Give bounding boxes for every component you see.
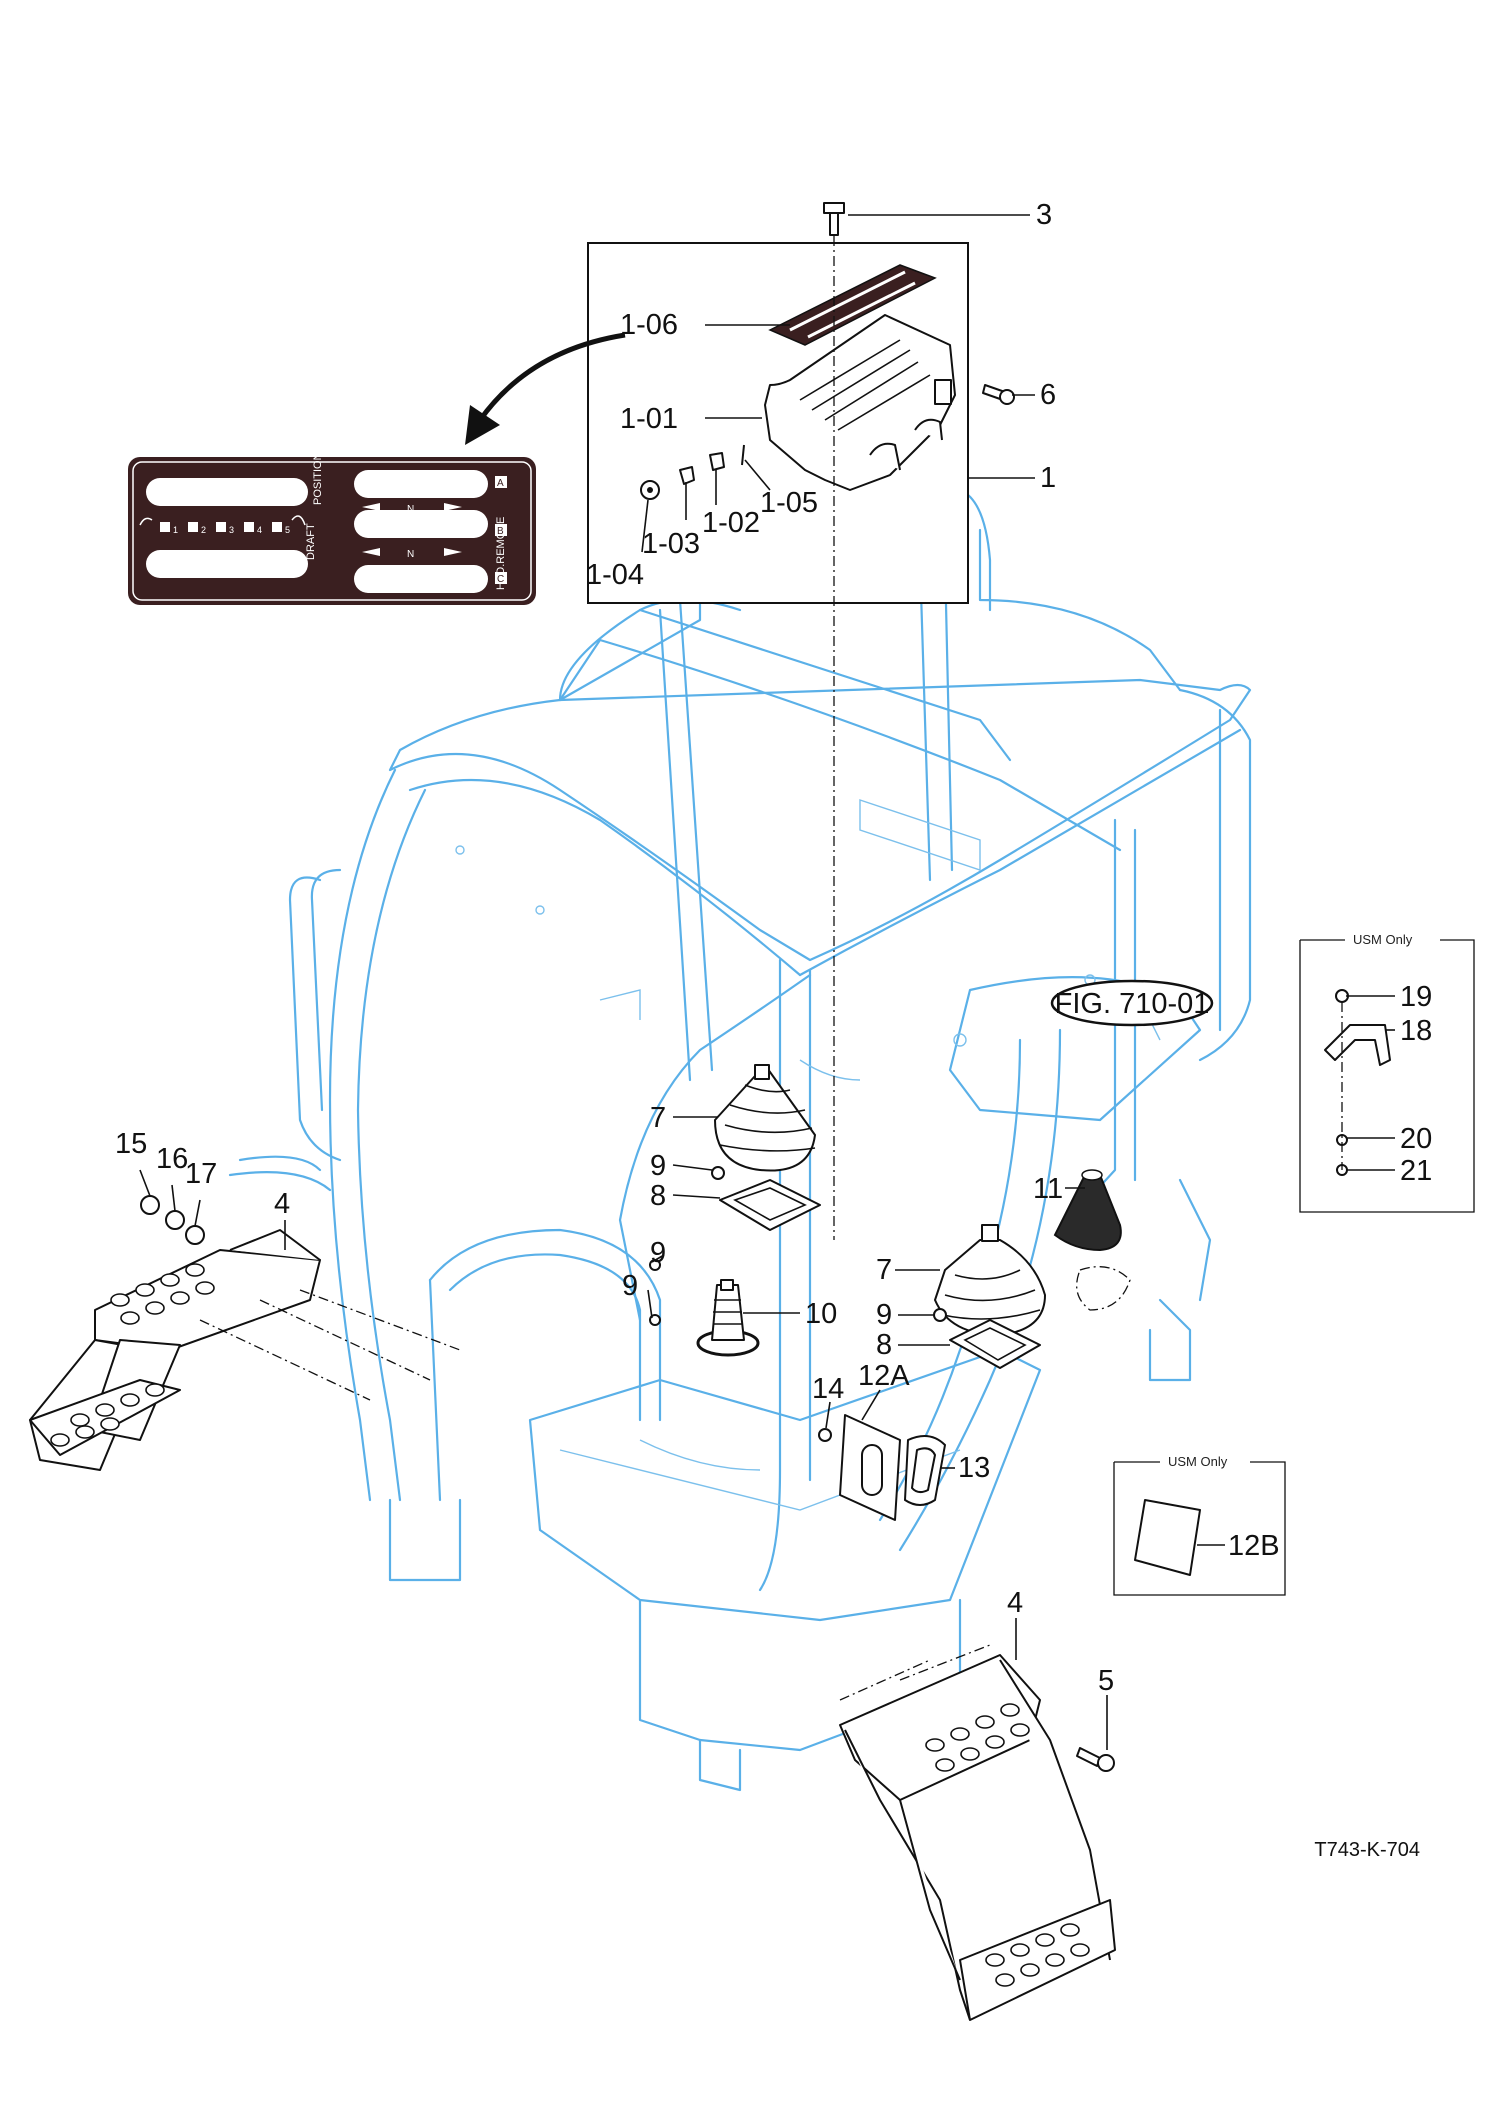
plate-8-left [719,1179,821,1231]
boot-10 [696,1279,760,1357]
callout-9-c: 9 [622,1270,638,1302]
decal-detail: DRAFT POSITION HYD.REMOTE A B C 1 2 3 4 … [128,452,536,605]
decal-position-text: POSITION [312,452,324,505]
callout-8-right: 8 [876,1329,892,1361]
decal-n-top: N [407,504,414,515]
decal-badge-c: C [497,574,504,585]
callout-12a: 12A [858,1360,910,1392]
callout-1-03: 1-03 [642,528,700,560]
screw-14 [818,1428,832,1442]
usm-title-2: USM Only [1168,1454,1228,1469]
usm-box-bracket: USM Only [1299,932,1475,1213]
usm-title-1: USM Only [1353,932,1413,947]
callout-5: 5 [1098,1665,1114,1697]
decal-scale-5: 5 [285,525,290,535]
callout-1-05: 1-05 [760,487,818,519]
figure-code: T743-K-704 [1314,1839,1420,1861]
decal-pointer-arrow [465,332,626,445]
callout-15: 15 [115,1128,147,1160]
callout-14: 14 [812,1373,844,1405]
callout-9-b: 9 [650,1237,666,1269]
leader-lines [139,214,1395,1750]
callout-1-04: 1-04 [586,559,644,591]
nuts-15-17 [140,1195,205,1245]
fig-reference: FIG. 710-01 [1050,979,1214,1027]
step-4-left [29,1229,461,1471]
callout-13: 13 [958,1452,990,1484]
decal-scale-4: 4 [257,525,262,535]
callout-17: 17 [185,1158,217,1190]
callout-labels: 3 1-06 6 1-01 1 1-05 1-02 1-03 1-04 7 9 … [115,199,1432,1697]
boot-7-right [934,1224,1046,1336]
cover-12a [839,1414,901,1521]
callout-1-01: 1-01 [620,403,678,435]
decal-scale-3: 3 [229,525,234,535]
callout-8-left: 8 [650,1180,666,1212]
callout-3: 3 [1036,199,1052,231]
clip-1-02 [709,452,725,471]
callout-11: 11 [1033,1173,1063,1205]
callout-6: 6 [1040,379,1056,411]
fig-reference-label: FIG. 710-01 [1055,988,1210,1020]
step-4-right [839,1644,1116,2021]
boot-7-left [714,1064,816,1172]
callout-9-d: 9 [876,1299,892,1331]
callout-16: 16 [156,1143,188,1175]
decal-scale-2: 2 [201,525,206,535]
callout-1: 1 [1040,462,1056,494]
callout-20: 20 [1400,1123,1432,1155]
lever-cover-inset [587,242,1015,604]
callout-4-right: 4 [1007,1587,1023,1619]
callout-7-left: 7 [650,1102,666,1134]
screw-9-d [933,1308,947,1322]
lever-cover [764,314,956,491]
callout-1-02: 1-02 [702,507,760,539]
callout-21: 21 [1400,1155,1432,1187]
position-decal-plate [768,264,937,346]
decal-draft-text: DRAFT [305,523,317,560]
usm-box-cover: USM Only [1113,1454,1286,1596]
callout-18: 18 [1400,1015,1432,1047]
spring-1-03 [679,466,695,485]
callout-4-left: 4 [274,1188,290,1220]
decal-scale-1: 1 [173,525,178,535]
callout-1-06: 1-06 [620,309,678,341]
decal-n-bottom: N [407,549,414,560]
callout-9-a: 9 [650,1150,666,1182]
callout-12b: 12B [1228,1530,1280,1562]
screw-9-a [711,1166,725,1180]
callout-19: 19 [1400,981,1432,1013]
callout-7-right: 7 [876,1254,892,1286]
bolt-5 [1076,1747,1115,1772]
grommet-13 [904,1435,946,1506]
callout-10: 10 [805,1298,837,1330]
decal-badge-b: B [497,526,504,537]
plate-8-right [949,1319,1041,1369]
bolt-3 [823,202,845,236]
boot-11 [1053,1169,1131,1311]
decal-badge-a: A [497,478,504,489]
